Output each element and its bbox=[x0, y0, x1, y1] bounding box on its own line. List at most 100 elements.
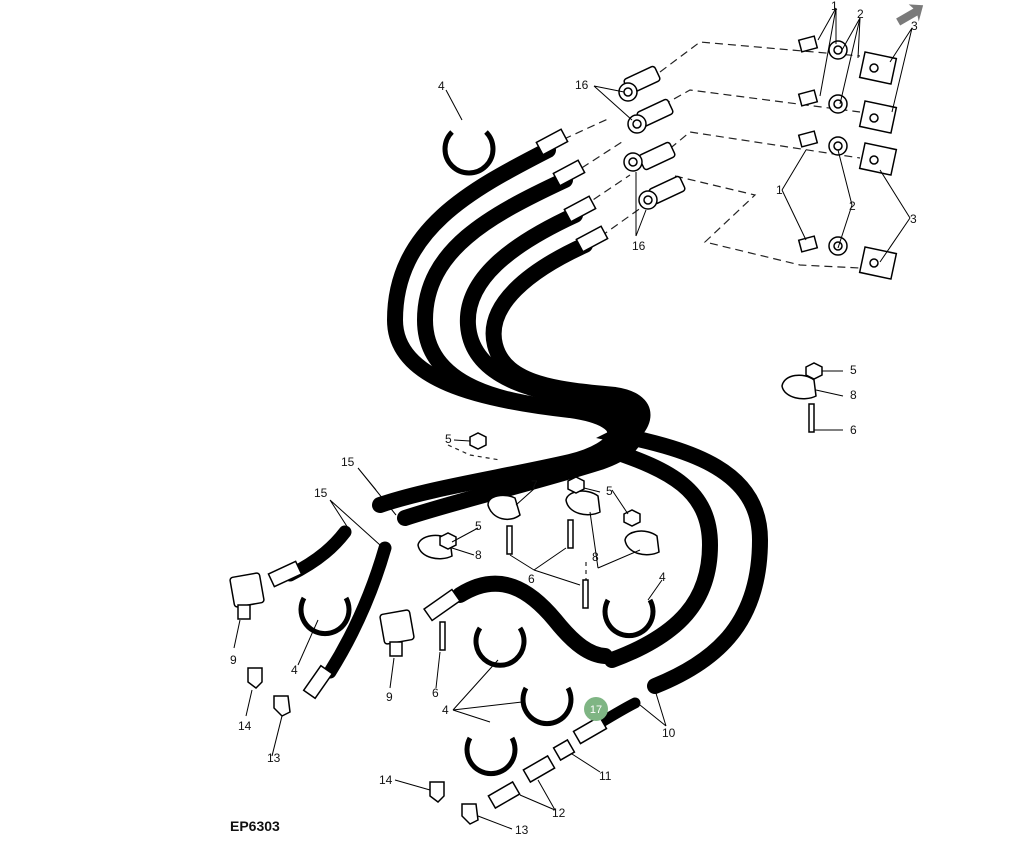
callout-2: 2 bbox=[857, 7, 864, 21]
cap-screw bbox=[439, 621, 446, 651]
callout-7: 7 bbox=[531, 478, 538, 492]
callout-15: 15 bbox=[314, 486, 328, 500]
callout-5: 5 bbox=[475, 519, 482, 533]
elbow-nipple bbox=[273, 695, 291, 717]
coupler bbox=[487, 780, 521, 810]
callout-2: 2 bbox=[849, 199, 856, 213]
hose-fitting-4 bbox=[575, 225, 609, 253]
callout-6: 6 bbox=[850, 423, 857, 437]
coupler-fittings bbox=[247, 560, 608, 825]
valve-fitting-row bbox=[797, 35, 898, 85]
valve-block-fittings bbox=[797, 35, 898, 280]
valve-fitting-row bbox=[797, 130, 898, 176]
coupler bbox=[267, 560, 303, 588]
callout-14: 14 bbox=[379, 773, 393, 787]
nut bbox=[469, 432, 487, 450]
clamp-ring bbox=[520, 686, 574, 727]
hose-4 bbox=[485, 237, 719, 668]
hose-7 bbox=[323, 541, 392, 679]
leader-lines bbox=[233, 7, 913, 830]
callout-5: 5 bbox=[850, 363, 857, 377]
callout-8: 8 bbox=[475, 548, 482, 562]
bracket bbox=[487, 494, 521, 521]
callout-5: 5 bbox=[606, 484, 613, 498]
bracket bbox=[781, 374, 817, 400]
bracket bbox=[565, 490, 601, 516]
hotspot-circle[interactable] bbox=[584, 697, 608, 721]
hose-end-fittings bbox=[535, 128, 609, 253]
hose-fitting-3 bbox=[563, 195, 597, 223]
callout-9: 9 bbox=[386, 690, 393, 704]
valve-fitting-row bbox=[797, 235, 898, 280]
adapter-fittings bbox=[618, 65, 686, 210]
bracket bbox=[624, 530, 660, 556]
cap-screw bbox=[506, 525, 513, 555]
adapter-fitting bbox=[623, 141, 676, 172]
cap-screw bbox=[808, 403, 815, 433]
callout-15: 15 bbox=[341, 455, 355, 469]
adapter-fitting bbox=[638, 175, 686, 210]
elbow-fittings bbox=[229, 572, 415, 657]
hose-2 bbox=[397, 172, 642, 526]
nut bbox=[439, 532, 457, 550]
coupler bbox=[423, 588, 461, 622]
hose-8 bbox=[594, 697, 641, 729]
nut bbox=[805, 362, 823, 380]
clamp-ring bbox=[602, 598, 656, 639]
callout-6: 6 bbox=[528, 572, 535, 586]
route-line-4 bbox=[674, 175, 861, 269]
hose-5 bbox=[452, 575, 613, 664]
elbow-nipple bbox=[247, 667, 263, 689]
callout-13: 13 bbox=[515, 823, 529, 837]
callout-13: 13 bbox=[267, 751, 281, 765]
callout-8: 8 bbox=[850, 388, 857, 402]
nut bbox=[567, 476, 585, 494]
callout-3: 3 bbox=[910, 212, 917, 226]
callout-9: 9 bbox=[230, 653, 237, 667]
callout-6: 6 bbox=[432, 686, 439, 700]
elbow-nipple bbox=[461, 803, 479, 825]
elbow-fitting bbox=[379, 609, 415, 657]
hotspot-marker[interactable]: 17 bbox=[584, 697, 608, 721]
cap-screws bbox=[439, 403, 815, 651]
callout-10: 10 bbox=[662, 726, 676, 740]
clamp-ring bbox=[473, 626, 527, 668]
route-line-7 bbox=[571, 174, 631, 215]
callout-11: 11 bbox=[599, 769, 612, 783]
coupler bbox=[302, 664, 334, 700]
callout-1: 1 bbox=[831, 0, 838, 13]
callout-12: 12 bbox=[552, 806, 566, 820]
adapter-fitting bbox=[627, 98, 674, 134]
callout-16: 16 bbox=[632, 239, 646, 253]
callout-14: 14 bbox=[238, 719, 252, 733]
cap-screw bbox=[582, 579, 589, 609]
callout-5: 5 bbox=[445, 432, 452, 446]
adapter-fitting bbox=[618, 65, 661, 102]
cap-screw bbox=[567, 519, 574, 549]
elbow-nipple bbox=[429, 781, 445, 803]
arrow-icon[interactable] bbox=[893, 0, 929, 31]
hotspot-label[interactable]: 17 bbox=[590, 704, 602, 716]
coupler bbox=[552, 738, 576, 762]
elbow-fitting bbox=[229, 572, 265, 620]
route-line-9 bbox=[447, 444, 501, 461]
clamp-rings bbox=[298, 130, 656, 777]
clamp-ring bbox=[464, 736, 518, 777]
clamp-ring bbox=[298, 596, 352, 637]
hose-fitting-2 bbox=[552, 159, 586, 187]
route-line-3 bbox=[649, 131, 861, 166]
coupler bbox=[572, 715, 608, 745]
callout-4: 4 bbox=[438, 79, 445, 93]
figure-code: EP6303 bbox=[230, 818, 280, 834]
hose-fitting-1 bbox=[535, 128, 569, 156]
callout-16: 16 bbox=[575, 78, 589, 92]
callout-8: 8 bbox=[592, 550, 599, 564]
callout-4: 4 bbox=[291, 663, 298, 677]
callout-1: 1 bbox=[776, 183, 783, 197]
clamp-ring bbox=[442, 130, 496, 176]
valve-fitting-row bbox=[797, 89, 898, 134]
coupler bbox=[522, 754, 556, 784]
callout-4: 4 bbox=[442, 703, 449, 717]
callout-labels: 1 2 3 1 2 3 16 16 4 5 15 15 7 5 8 5 8 6 … bbox=[230, 0, 918, 837]
